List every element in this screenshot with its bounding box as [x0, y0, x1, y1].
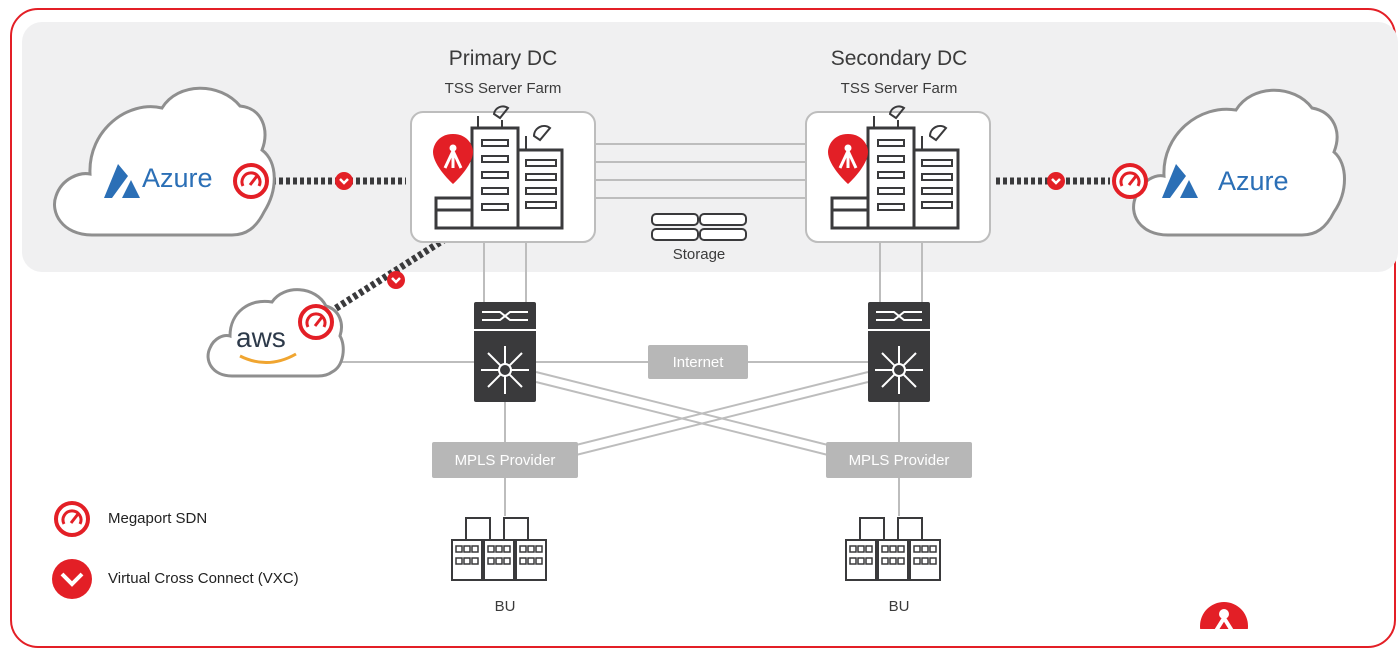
aws-smile-icon	[239, 352, 297, 364]
network-diagram	[52, 86, 1346, 629]
secondary-switch-icon	[867, 301, 931, 403]
bu-right-icon	[845, 517, 941, 581]
mpls-provider-left: MPLS Provider	[432, 442, 578, 478]
internet-node: Internet	[648, 345, 748, 379]
wan-links	[330, 361, 900, 516]
bu-right-label: BU	[888, 598, 910, 615]
bu-left-icon	[451, 517, 547, 581]
dc-switch-links	[483, 242, 923, 302]
aws-label: aws	[236, 322, 286, 353]
dc-interconnect-links	[596, 143, 806, 199]
legend-megaport-icon	[54, 501, 90, 537]
azure-right-label: Azure	[1218, 166, 1289, 196]
secondary-dc-title: Secondary DC	[830, 47, 968, 70]
vxc-icon-aws	[385, 269, 407, 291]
azure-right-cloud-icon	[1132, 88, 1346, 237]
vxc-icon-azure-right	[1045, 170, 1067, 192]
legend-megaport-label: Megaport SDN	[108, 510, 208, 527]
azure-left-logo-icon	[104, 164, 140, 198]
primary-dc-subtitle: TSS Server Farm	[444, 80, 562, 97]
vxc-icon-azure-left	[333, 170, 355, 192]
storage-label: Storage	[672, 246, 726, 263]
mpls-provider-right: MPLS Provider	[826, 442, 972, 478]
megaport-logo-icon	[1200, 602, 1248, 629]
megaport-sdn-icon-azure-right	[1112, 163, 1148, 199]
primary-dc-title: Primary DC	[448, 47, 558, 70]
legend-vxc-label: Virtual Cross Connect (VXC)	[108, 570, 299, 587]
megaport-sdn-icon-aws	[298, 304, 334, 340]
bu-left-label: BU	[494, 598, 516, 615]
primary-switch-icon	[473, 301, 537, 403]
storage-icon	[651, 213, 747, 241]
azure-left-label: Azure	[142, 163, 213, 193]
secondary-dc-subtitle: TSS Server Farm	[840, 80, 958, 97]
azure-right-logo-icon	[1162, 164, 1198, 198]
legend-vxc-icon	[52, 559, 92, 599]
azure-left-cloud-icon	[53, 86, 276, 237]
megaport-sdn-icon-azure-left	[233, 163, 269, 199]
